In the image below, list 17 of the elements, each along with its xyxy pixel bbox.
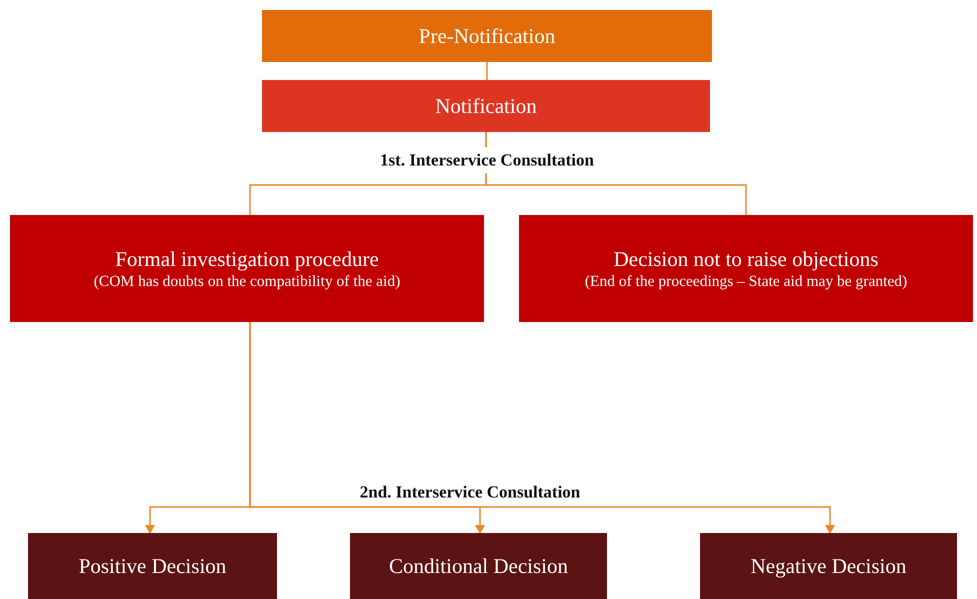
box-title: Notification	[435, 92, 537, 120]
box-title: Conditional Decision	[388, 552, 568, 580]
process-box	[519, 215, 973, 322]
process-box	[28, 533, 277, 599]
box-title: Positive Decision	[78, 552, 226, 580]
box-title: Negative Decision	[750, 552, 906, 580]
box-subtitle: (COM has doubts on the compatibility of the aid)	[94, 272, 400, 292]
box-title: Formal investigation procedure	[115, 246, 379, 272]
box-title: Decision not to raise objections	[614, 246, 878, 272]
box-title: Pre-Notification	[418, 22, 556, 50]
process-box	[700, 533, 957, 599]
process-box	[262, 10, 712, 62]
process-box	[10, 215, 484, 322]
process-box	[262, 80, 710, 132]
connector-arrow	[249, 322, 835, 534]
process-box	[350, 533, 607, 599]
box-subtitle: (End of the proceedings – State aid may be granted)	[584, 272, 908, 292]
